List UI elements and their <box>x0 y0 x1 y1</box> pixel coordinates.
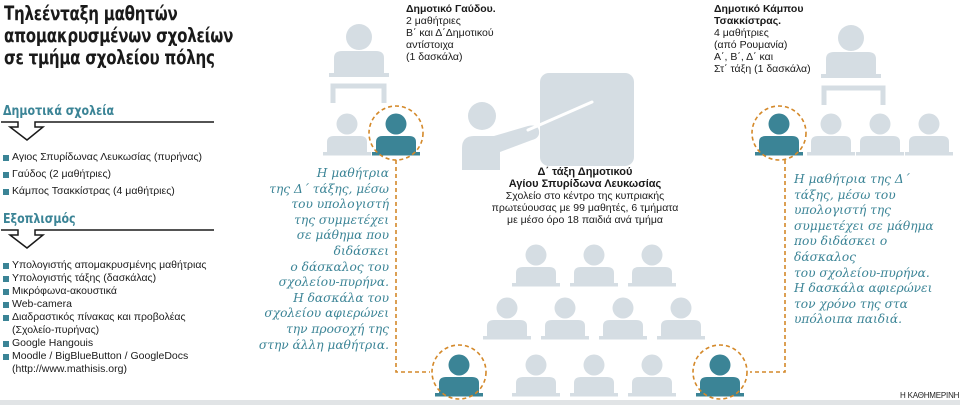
kampos-name: Δημοτικό Κάμπου <box>714 3 804 15</box>
note-line: Η δασκάλα του <box>293 290 389 305</box>
gavdos-line: (1 δασκάλα) <box>406 51 463 63</box>
dashed-connector-right <box>750 160 786 373</box>
kampos-teacher-icon <box>821 25 881 78</box>
list-item: Υπολογιστής απομακρυσμένης μαθήτριας <box>3 259 206 272</box>
note-line: Η δασκάλα αφιερώνει <box>794 281 933 296</box>
list-item: Γαύδος (2 μαθήτριες) <box>3 168 202 181</box>
title-line-3: σε τμήμα σχολείου πόλης <box>4 46 215 69</box>
list-item: Κάμπος Τσακκίστρας (4 μαθήτριες) <box>3 185 202 198</box>
highlight-circle <box>431 344 487 400</box>
right-explanation-note: Η μαθήτρια της Δ΄ τάξης, μέσω του υπολογ… <box>794 172 954 328</box>
note-line: τον χρόνο της στα <box>794 296 908 311</box>
note-line: της συμμετέχει <box>294 212 389 227</box>
kampos-student-icon <box>856 113 904 156</box>
list-item: Moodle / BigBlueButton / GoogleDocs(http… <box>3 350 206 376</box>
center-line: Σχολείο στο κέντρο της κυπριακής <box>505 190 665 202</box>
center-name: Δ΄ τάξη Δημοτικού <box>537 166 633 178</box>
list-item-text: (Σχολείο-πυρήνας) <box>12 324 100 336</box>
blackboard-icon <box>540 73 634 166</box>
down-arrow-icon <box>1 229 214 249</box>
note-line: υπολογιστή της <box>794 203 891 218</box>
schools-heading: Δημοτικά σχολεία <box>3 104 115 119</box>
note-line: υπόλοιπα παιδιά. <box>794 312 902 327</box>
highlight-circle <box>692 344 748 400</box>
list-item-text: (http://www.mathisis.org) <box>12 363 127 375</box>
center-name: Αγίου Σπυρίδωνα Λευκωσίας <box>508 178 662 190</box>
gavdos-description: Δημοτικό Γαύδου. 2 μαθήτριες Β΄ και Δ΄Δη… <box>406 3 496 63</box>
equipment-list: Υπολογιστής απομακρυσμένης μαθήτριας Υπο… <box>3 259 206 376</box>
list-item-text: Moodle / BigBlueButton / GoogleDocs <box>12 350 189 362</box>
gavdos-connector <box>330 83 387 103</box>
highlight-circle <box>751 105 807 161</box>
infographic-title: Τηλεένταξη μαθητών απομακρυσμένων σχολεί… <box>4 3 296 69</box>
left-explanation-note: Η μαθήτρια της Δ΄ τάξης, μέσω του υπολογ… <box>250 166 389 353</box>
list-item: Αγιος Σπυρίδωνας Λευκωσίας (πυρήνας) <box>3 151 202 164</box>
down-arrow-icon <box>1 121 214 141</box>
note-line: της Δ΄ τάξης, μέσω <box>269 181 389 196</box>
kampos-remote-student-icon <box>755 113 803 156</box>
list-item: Διαδραστικός πίνακας και προβολέας(Σχολε… <box>3 311 206 337</box>
kampos-student-icon <box>807 113 855 156</box>
note-line: σχολείου-πυρήνα. <box>278 275 389 290</box>
note-line: του σχολείου-πυρήνα. <box>794 265 930 280</box>
title-line-2: απομακρυσμένων σχολείων <box>4 24 234 47</box>
list-item-text: Διαδραστικός πίνακας και προβολέας <box>12 311 186 323</box>
publisher-credit: Η ΚΑΘΗΜΕΡΙΝΗ <box>900 391 960 400</box>
note-line: Η μαθήτρια της Δ΄ <box>794 172 910 186</box>
kampos-name: Τσακκίστρας. <box>714 15 782 27</box>
note-line: που διδάσκει ο <box>794 234 888 249</box>
kampos-connector <box>821 85 886 105</box>
note-line: συμμετέχει σε μάθημα <box>794 218 934 233</box>
note-line: τάξης, μέσω του <box>794 187 896 202</box>
kampos-line: (από Ρουμανία) <box>714 39 788 51</box>
classroom-students <box>483 244 705 397</box>
remote-student-screen-icon <box>435 354 483 397</box>
kampos-line: 4 μαθήτριες <box>714 27 769 39</box>
floor-bar <box>0 400 960 405</box>
center-line: με μέσο όρο 18 παιδιά ανά τμήμα <box>507 214 663 226</box>
kampos-description: Δημοτικό Κάμπου Τσακκίστρας. 4 μαθήτριες… <box>714 3 811 75</box>
note-line: την προσοχή της <box>286 321 389 336</box>
list-item: Υπολογιστής τάξης (δασκάλας) <box>3 272 206 285</box>
list-item: Google Hangouis <box>3 337 206 350</box>
schools-list: Αγιος Σπυρίδωνας Λευκωσίας (πυρήνας) Γαύ… <box>3 151 202 198</box>
note-line: ο δάσκαλος του <box>290 259 389 274</box>
note-line: του υπολογιστή <box>291 197 389 212</box>
center-line: πρωτεύουσας με 99 μαθητές, 6 τμήματα <box>491 202 679 214</box>
teacher-pointing-icon <box>462 102 540 170</box>
gavdos-line: αντίστοιχα <box>406 39 454 51</box>
note-line: διδάσκει <box>333 243 389 258</box>
dashed-connector-left <box>395 160 430 373</box>
note-line: Η μαθήτρια <box>316 166 389 180</box>
equipment-heading: Εξοπλισμός <box>3 212 76 227</box>
gavdos-teacher-icon <box>329 24 389 77</box>
list-item: Web-camera <box>3 298 206 311</box>
kampos-student-icon <box>905 113 953 156</box>
gavdos-student-icon <box>323 113 371 156</box>
center-school-description: Δ΄ τάξη Δημοτικού Αγίου Σπυρίδωνα Λευκωσ… <box>470 166 700 226</box>
gavdos-line: Β΄ και Δ΄Δημοτικού <box>406 27 494 39</box>
gavdos-remote-student-icon <box>372 113 420 156</box>
gavdos-line: 2 μαθήτριες <box>406 15 461 27</box>
list-item: Μικρόφωνα-ακουστικά <box>3 285 206 298</box>
note-line: σχολείου αφιερώνει <box>264 306 389 321</box>
kampos-line: Α΄, Β΄, Δ΄ και <box>714 51 774 63</box>
remote-student-screen-icon <box>696 354 744 397</box>
kampos-line: Στ΄ τάξη (1 δασκάλα) <box>714 63 811 75</box>
note-line: σε μάθημα που <box>296 228 389 243</box>
title-line-1: Τηλεένταξη μαθητών <box>4 2 178 25</box>
note-line: δάσκαλος <box>794 249 856 264</box>
note-line: στην άλλη μαθήτρια. <box>258 337 389 352</box>
gavdos-name: Δημοτικό Γαύδου. <box>406 3 496 15</box>
